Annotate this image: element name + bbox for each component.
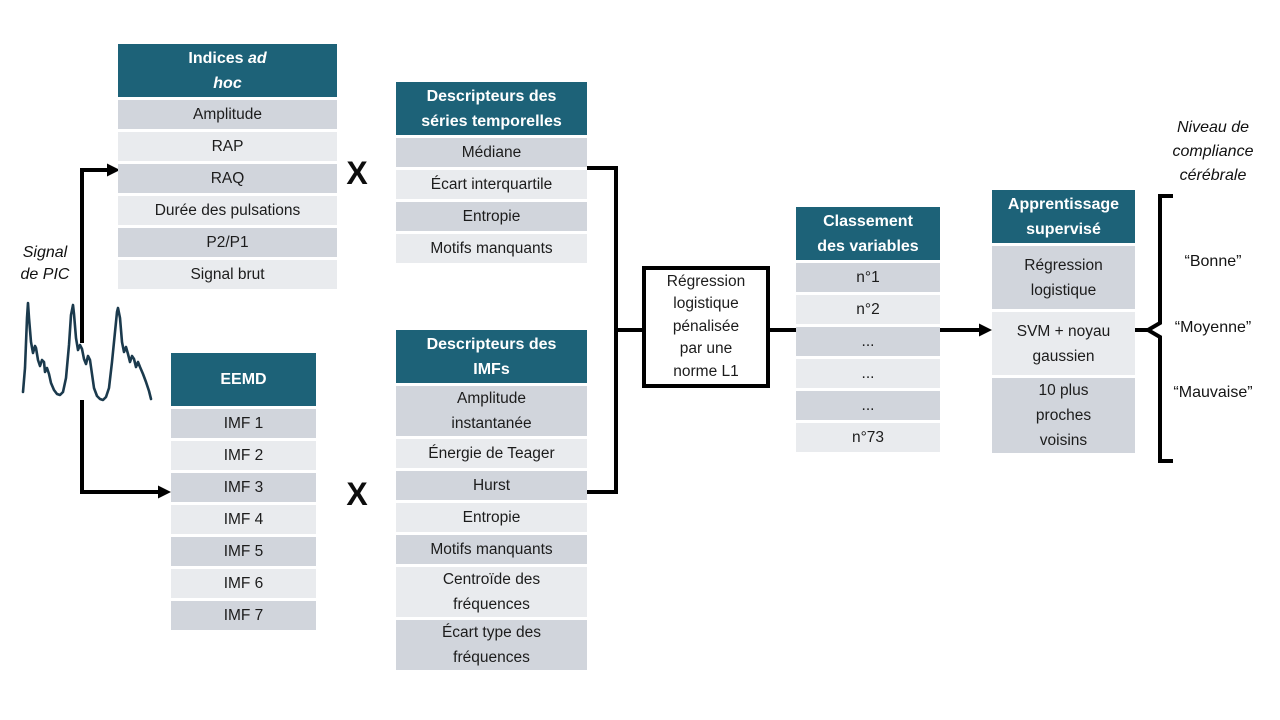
table-row: IMF 7 bbox=[171, 601, 316, 630]
table-header-text: Classement des variables bbox=[817, 212, 919, 255]
table-row: ... bbox=[796, 359, 940, 388]
output-title: Niveau de compliance cérébrale bbox=[1172, 119, 1254, 184]
table-row: IMF 6 bbox=[171, 569, 316, 598]
table-header: Classement des variables bbox=[796, 207, 940, 260]
table-row: RAQ bbox=[118, 164, 337, 193]
arrowhead-learning bbox=[979, 323, 992, 337]
table-row: Entropie bbox=[396, 202, 587, 231]
table-row: Énergie de Teager bbox=[396, 439, 587, 468]
table-header: Indices ad hoc bbox=[118, 44, 337, 97]
multiply-symbol-bottom: X bbox=[346, 476, 368, 512]
table-header: Apprentissage supervisé bbox=[992, 190, 1135, 243]
table-row: Durée des pulsations bbox=[118, 196, 337, 225]
table-row: ... bbox=[796, 327, 940, 356]
table-row: Motifs manquants bbox=[396, 535, 587, 564]
table-row: Écart type des fréquences bbox=[396, 620, 587, 670]
table-classement-variables: Classement des variables n°1 n°2.........… bbox=[796, 207, 940, 452]
table-row: Signal brut bbox=[118, 260, 337, 289]
table-row: n°73 bbox=[796, 423, 940, 452]
table-row: Amplitude bbox=[118, 100, 337, 129]
table-row: IMF 2 bbox=[171, 441, 316, 470]
table-row: Médiane bbox=[396, 138, 587, 167]
icp-waveform bbox=[21, 301, 153, 402]
table-row: Écart interquartile bbox=[396, 170, 587, 199]
merge-connector bbox=[587, 166, 618, 494]
table-row: IMF 3 bbox=[171, 473, 316, 502]
table-header: Descripteurs des IMFs bbox=[396, 330, 587, 383]
table-row: n°2 bbox=[796, 295, 940, 324]
arrowhead-eemd bbox=[158, 485, 171, 499]
l1-regression-box: Régression logistique pénalisée par une … bbox=[642, 266, 770, 388]
table-row: Régression logistique bbox=[992, 246, 1135, 309]
output-class-bonne: “Bonne” bbox=[1184, 253, 1242, 270]
table-row: IMF 4 bbox=[171, 505, 316, 534]
table-row: Centroïde des fréquences bbox=[396, 567, 587, 617]
table-row: Hurst bbox=[396, 471, 587, 500]
table-body: n°1 n°2......... n°73 bbox=[796, 263, 940, 452]
signal-pic-label: Signal de PIC bbox=[20, 244, 70, 283]
table-descripteurs-imfs: Descripteurs des IMFs Amplitude instanta… bbox=[396, 330, 587, 670]
table-header: Descripteurs des séries temporelles bbox=[396, 82, 587, 135]
icp-waveform-path bbox=[21, 301, 153, 402]
table-row: 10 plus proches voisins bbox=[992, 378, 1135, 453]
table-header-text: Descripteurs des séries temporelles bbox=[421, 87, 562, 130]
table-header: EEMD bbox=[171, 353, 316, 406]
table-row: P2/P1 bbox=[118, 228, 337, 257]
table-row: IMF 1 bbox=[171, 409, 316, 438]
table-body: IMF 1 IMF 2 IMF 3 IMF 4 IMF 5 IMF 6 IMF 7 bbox=[171, 409, 316, 630]
table-row: IMF 5 bbox=[171, 537, 316, 566]
table-row: RAP bbox=[118, 132, 337, 161]
multiply-symbol-top: X bbox=[346, 155, 368, 191]
table-header-text: Descripteurs des IMFs bbox=[426, 335, 557, 378]
table-descripteurs-series: Descripteurs des séries temporelles Médi… bbox=[396, 82, 587, 263]
table-row: Motifs manquants bbox=[396, 234, 587, 263]
header-italic-part: ad hoc bbox=[213, 49, 267, 92]
header-normal-part: Indices bbox=[188, 49, 248, 67]
table-row: n°1 bbox=[796, 263, 940, 292]
table-header-text: Apprentissage supervisé bbox=[1007, 195, 1120, 238]
table-row: ... bbox=[796, 391, 940, 420]
output-class-mauvaise: “Mauvaise” bbox=[1173, 384, 1253, 401]
table-header-text: EEMD bbox=[220, 371, 267, 388]
table-row: Amplitude instantanée bbox=[396, 386, 587, 436]
table-apprentissage-supervise: Apprentissage supervisé Régression logis… bbox=[992, 190, 1135, 453]
table-row: Entropie bbox=[396, 503, 587, 532]
table-eemd: EEMD IMF 1 IMF 2 IMF 3 IMF 4 IMF 5 IMF 6 IMF 7 bbox=[171, 353, 316, 630]
output-class-moyenne: “Moyenne” bbox=[1174, 319, 1252, 336]
table-header-text: Indices ad hoc bbox=[188, 46, 266, 96]
table-row: SVM + noyau gaussien bbox=[992, 312, 1135, 375]
